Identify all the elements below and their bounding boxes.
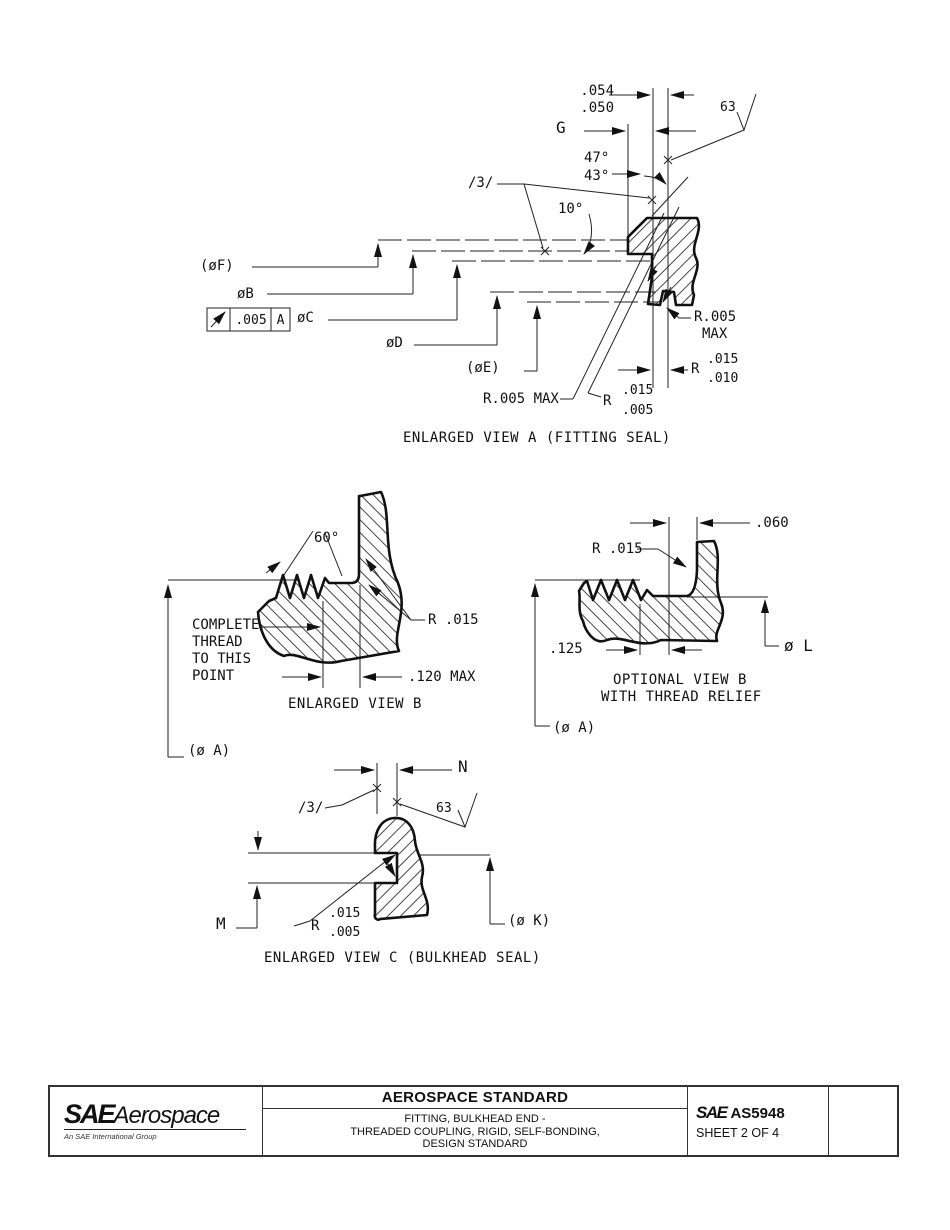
view-c-linework [236, 763, 505, 929]
view-a-linework [206, 88, 757, 400]
angle-43: 43° [584, 168, 610, 184]
radius-groove-r: R [691, 361, 700, 377]
dim-050: .050 [580, 100, 614, 116]
radius-c-r: R [311, 918, 320, 934]
radius-seat-note: R.005 MAX [483, 391, 559, 407]
view-b-part-section [258, 492, 402, 663]
flag-note-a: /3/ [468, 175, 494, 191]
sae-logo-tagline: An SAE International Group [64, 1131, 157, 1141]
doc-number: AS5948 [730, 1104, 785, 1122]
thread-note-line4: POINT [192, 668, 235, 684]
radius-c-upper: .015 [329, 906, 361, 921]
dia-d-label: øD [386, 335, 403, 351]
view-a-part-section [628, 218, 699, 305]
radius-b-value: R .015 [428, 612, 479, 628]
title-block: SAE Aerospace An SAE International Group… [48, 1085, 899, 1157]
dim-125: .125 [549, 641, 583, 657]
dia-e-label: (øE) [466, 360, 500, 376]
angle-10: 10° [558, 201, 584, 217]
dia-a-label-opt: (ø A) [553, 720, 596, 736]
runout-symbol-icon [210, 311, 226, 328]
dim-054: .054 [580, 83, 614, 99]
sheet-number: SHEET 2 OF 4 [696, 1125, 780, 1140]
radius-groove-lower: .010 [707, 371, 739, 386]
radius-groove-upper: .015 [707, 352, 739, 367]
dia-a-label-b: (ø A) [188, 743, 231, 759]
title-block-title: FITTING, BULKHEAD END - THREADED COUPLIN… [263, 1109, 687, 1155]
title-block-header: AEROSPACE STANDARD [263, 1087, 687, 1109]
fcf-tolerance: .005 [235, 313, 267, 328]
title-line-1: FITTING, BULKHEAD END - [404, 1113, 546, 1126]
thread-note-line3: TO THIS [192, 651, 252, 667]
radius-seal-lower: .005 [622, 403, 654, 418]
dia-l-label: ø L [784, 636, 813, 655]
radius-c-lower: .005 [329, 925, 361, 940]
dim-g-label: G [556, 118, 566, 137]
dim-n-label: N [458, 757, 468, 776]
thread-note-line1: COMPLETE [192, 617, 260, 633]
dim-060: .060 [755, 515, 789, 531]
title-block-empty-cell [829, 1087, 897, 1155]
dia-f-label: (øF) [200, 258, 234, 274]
sae-logo-aerospace: Aerospace [113, 1101, 221, 1129]
dim-m-label: M [216, 914, 226, 933]
radius-lip-value: R.005 [694, 309, 737, 325]
thread-angle-60: 60° [314, 530, 340, 546]
view-b-optional-caption-2: WITH THREAD RELIEF [601, 689, 762, 705]
view-b-linework [164, 490, 425, 758]
sae-logo-mark: SAE [64, 1098, 116, 1129]
thread-note-line2: THREAD [192, 634, 243, 650]
flag-note-c: /3/ [298, 800, 324, 816]
finish-63-a: 63 [720, 100, 736, 115]
angle-47: 47° [584, 150, 610, 166]
radius-seal-r: R [603, 393, 612, 409]
title-line-2: THREADED COUPLING, RIGID, SELF-BONDING, [350, 1125, 600, 1138]
document-number-cell: SAE AS5948 SHEET 2 OF 4 [688, 1087, 829, 1155]
view-b-optional-caption-1: OPTIONAL VIEW B [613, 672, 747, 688]
dia-c-label: øC [297, 310, 314, 326]
dia-b-label: øB [237, 286, 254, 302]
sae-logo: SAE Aerospace An SAE International Group [50, 1087, 263, 1155]
feature-control-frame [206, 307, 291, 332]
view-b-optional-part-section [579, 541, 723, 644]
fcf-datum: A [276, 313, 285, 328]
view-c-caption: ENLARGED VIEW C (BULKHEAD SEAL) [264, 950, 541, 966]
radius-opt-value: R .015 [592, 541, 643, 557]
doc-sae-mark: SAE [696, 1102, 728, 1122]
view-a-caption: ENLARGED VIEW A (FITTING SEAL) [403, 430, 671, 446]
radius-lip-max: MAX [702, 326, 728, 342]
view-b-optional-linework [531, 517, 779, 727]
finish-63-c: 63 [436, 801, 452, 816]
dia-k-label: (ø K) [508, 913, 551, 929]
radius-seal-upper: .015 [622, 383, 654, 398]
title-line-3: DESIGN STANDARD [422, 1138, 528, 1151]
dim-120-max: .120 MAX [408, 669, 476, 685]
view-b-caption: ENLARGED VIEW B [288, 696, 422, 712]
view-c-part-section [374, 817, 428, 920]
